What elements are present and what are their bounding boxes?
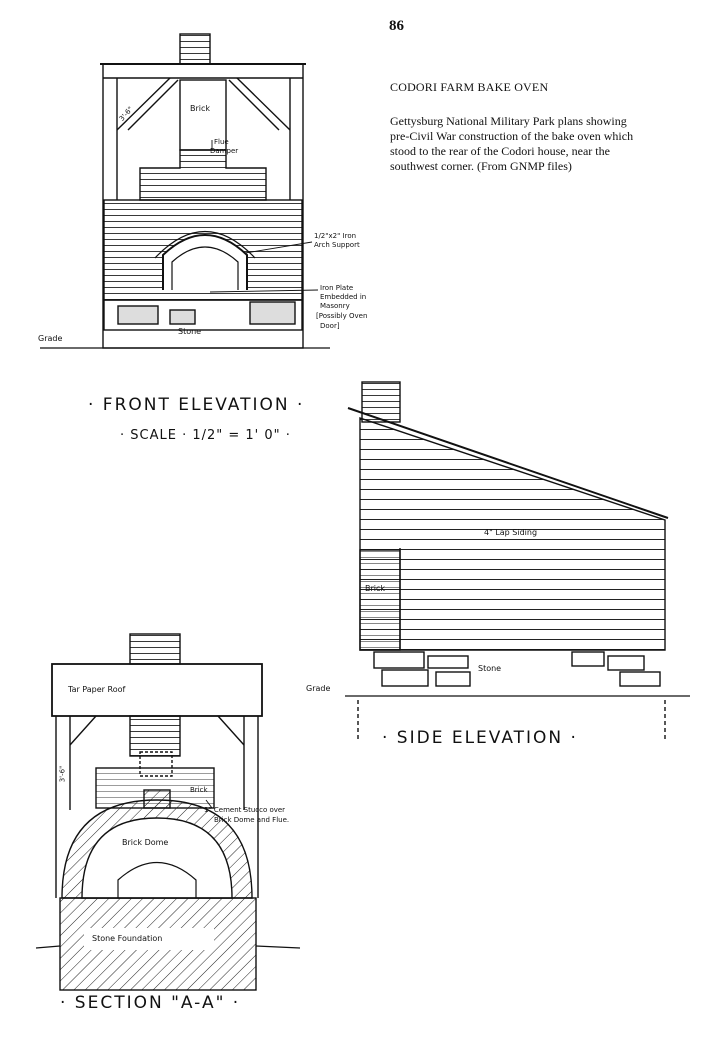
side-lap-siding-label: 4" Lap Siding [484, 528, 538, 537]
front-iron-plate-label-2: Embedded in [320, 293, 367, 301]
front-iron-plate-label-5: Door] [320, 322, 340, 330]
section-title: · SECTION "A-A" · [60, 993, 241, 1013]
section-foundation-label: Stone Foundation [92, 934, 163, 943]
side-stone-label: Stone [478, 664, 502, 673]
front-damper-label: Damper [210, 147, 239, 155]
front-iron-plate-label-1: Iron Plate [320, 284, 354, 292]
page-number: 86 [389, 18, 404, 34]
section-drawing [35, 633, 301, 991]
section-dimension-label: 3'-6" [58, 765, 67, 783]
section-brick-label: Brick [190, 786, 208, 794]
caption-title: CODORI FARM BAKE OVEN [390, 80, 549, 94]
front-elevation-scale: · SCALE · 1/2" = 1' 0" · [120, 428, 291, 443]
side-elevation-title: · SIDE ELEVATION · [382, 728, 578, 748]
front-grade-label: Grade [38, 334, 63, 343]
front-elevation-title: · FRONT ELEVATION · [88, 395, 305, 415]
front-brick-label: Brick [190, 104, 211, 113]
caption-description: Gettysburg National Military Park plans … [390, 114, 634, 173]
front-flue-label: Flue [214, 138, 229, 146]
front-elevation-drawing [40, 33, 330, 349]
section-brick-dome-label: Brick Dome [122, 838, 169, 847]
front-stone-label: Stone [178, 327, 202, 336]
side-grade-label: Grade [306, 684, 331, 693]
section-stucco-label-1: 1" Cement Stucco over [204, 806, 286, 814]
front-iron-arch-label-2: Arch Support [314, 241, 360, 249]
front-iron-arch-label-1: 1/2"x2" Iron [314, 232, 357, 240]
side-brick-label: Brick [365, 584, 386, 593]
front-iron-plate-label-3: Masonry [320, 302, 350, 310]
side-elevation-drawing [345, 381, 690, 740]
section-roof-label: Tar Paper Roof [68, 685, 126, 694]
front-iron-plate-label-4: [Possibly Oven [316, 312, 368, 320]
section-stucco-label-2: Brick Dome and Flue. [214, 816, 290, 824]
